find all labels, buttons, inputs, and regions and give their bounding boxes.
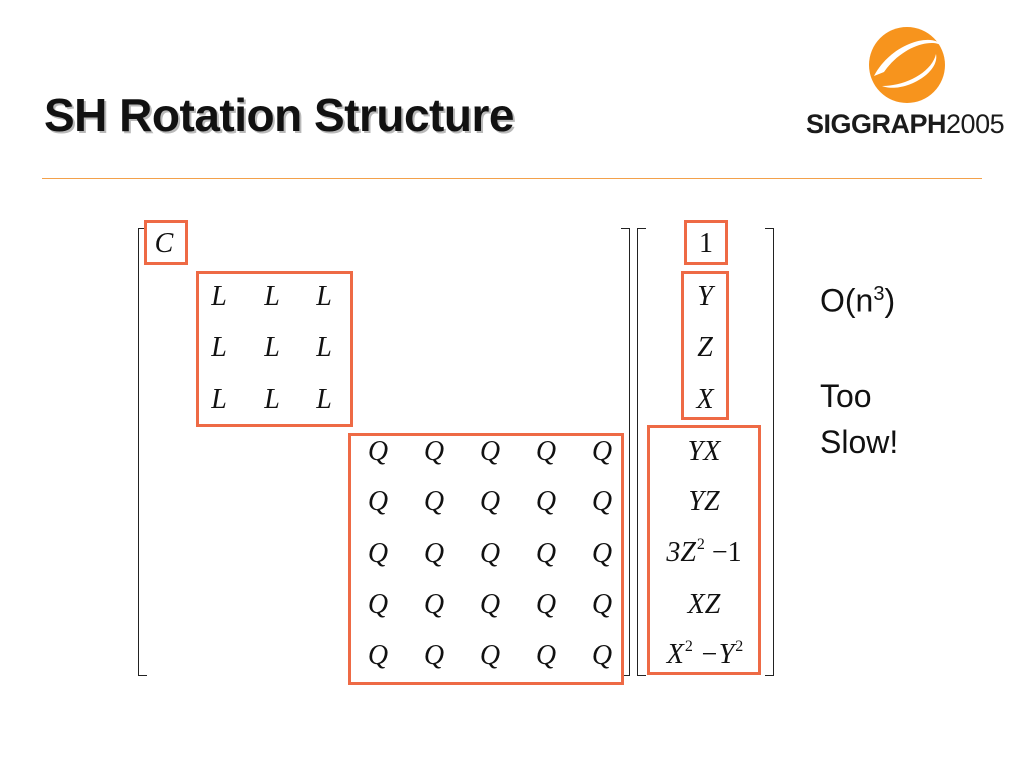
q-entry: Q xyxy=(423,436,445,467)
l-entry: L xyxy=(211,384,227,415)
vector-entry: YX xyxy=(687,436,721,467)
logo-brand: SIGGRAPH xyxy=(806,109,947,139)
q-entry: Q xyxy=(423,589,445,620)
vector-entry: YZ xyxy=(688,486,720,517)
q-entry: Q xyxy=(367,589,389,620)
vector-term: 3Z xyxy=(666,537,696,568)
siggraph-swirl-icon xyxy=(869,27,945,103)
q-block-highlight xyxy=(348,433,624,685)
vector-1-highlight xyxy=(684,220,728,265)
q-entry: Q xyxy=(423,538,445,569)
vector-right-bracket xyxy=(765,228,774,676)
q-entry: Q xyxy=(591,538,613,569)
q-entry: Q xyxy=(535,640,557,671)
l-entry: L xyxy=(264,384,280,415)
c-block-highlight xyxy=(144,220,188,265)
vector-entry: Z xyxy=(697,332,713,363)
siggraph-logo: SIGGRAPH2005 xyxy=(806,24,1006,154)
q-entry: Q xyxy=(367,436,389,467)
l-entry: L xyxy=(211,332,227,363)
l-block-highlight xyxy=(196,271,353,427)
vector-exponent: 2 xyxy=(696,536,705,553)
vector-entry: X xyxy=(696,384,714,415)
vector-quadratic-highlight xyxy=(647,425,761,675)
vector-entry: 1 xyxy=(699,228,713,259)
vector-entry-3z2-1: 3Z2 −1 xyxy=(666,537,741,567)
q-entry: Q xyxy=(535,589,557,620)
vector-yzx-highlight xyxy=(681,271,729,420)
q-entry: Q xyxy=(479,640,501,671)
vector-entry: XZ xyxy=(687,589,721,620)
complexity-close: ) xyxy=(884,282,896,319)
q-entry: Q xyxy=(479,486,501,517)
q-entry: Q xyxy=(591,589,613,620)
vector-exponent: 2 xyxy=(735,638,744,655)
logo-year: 2005 xyxy=(946,109,1005,139)
title-divider xyxy=(42,178,982,179)
l-entry: L xyxy=(316,281,332,312)
vector-entry-x2-y2: X2 −Y2 xyxy=(667,639,744,669)
q-entry: Q xyxy=(423,486,445,517)
q-entry: Q xyxy=(591,640,613,671)
vector-exponent: 2 xyxy=(684,638,693,655)
complexity-base: O(n xyxy=(820,282,874,319)
q-entry: Q xyxy=(423,640,445,671)
q-entry: Q xyxy=(535,486,557,517)
slide-title: SH Rotation Structure xyxy=(44,89,514,141)
matrix-right-bracket xyxy=(621,228,630,676)
q-entry: Q xyxy=(367,486,389,517)
q-entry: Q xyxy=(535,538,557,569)
q-entry: Q xyxy=(367,640,389,671)
slow-label: Slow! xyxy=(820,424,899,460)
complexity-label: O(n3) xyxy=(820,284,895,317)
l-entry: L xyxy=(316,332,332,363)
vector-entry: Y xyxy=(697,281,713,312)
l-entry: L xyxy=(211,281,227,312)
matrix-left-bracket xyxy=(138,228,147,676)
vector-term: −Y xyxy=(692,639,735,670)
q-entry: Q xyxy=(479,589,501,620)
complexity-exponent: 3 xyxy=(873,283,885,305)
vector-term: −1 xyxy=(704,537,742,568)
too-label: Too xyxy=(820,378,872,414)
q-entry: Q xyxy=(591,486,613,517)
c-entry: C xyxy=(154,228,174,259)
q-entry: Q xyxy=(591,436,613,467)
l-entry: L xyxy=(264,281,280,312)
q-entry: Q xyxy=(367,538,389,569)
q-entry: Q xyxy=(479,538,501,569)
siggraph-wordmark: SIGGRAPH2005 xyxy=(806,109,1005,140)
l-entry: L xyxy=(264,332,280,363)
q-entry: Q xyxy=(535,436,557,467)
vector-left-bracket xyxy=(637,228,646,676)
vector-term: X xyxy=(666,639,684,670)
q-entry: Q xyxy=(479,436,501,467)
l-entry: L xyxy=(316,384,332,415)
